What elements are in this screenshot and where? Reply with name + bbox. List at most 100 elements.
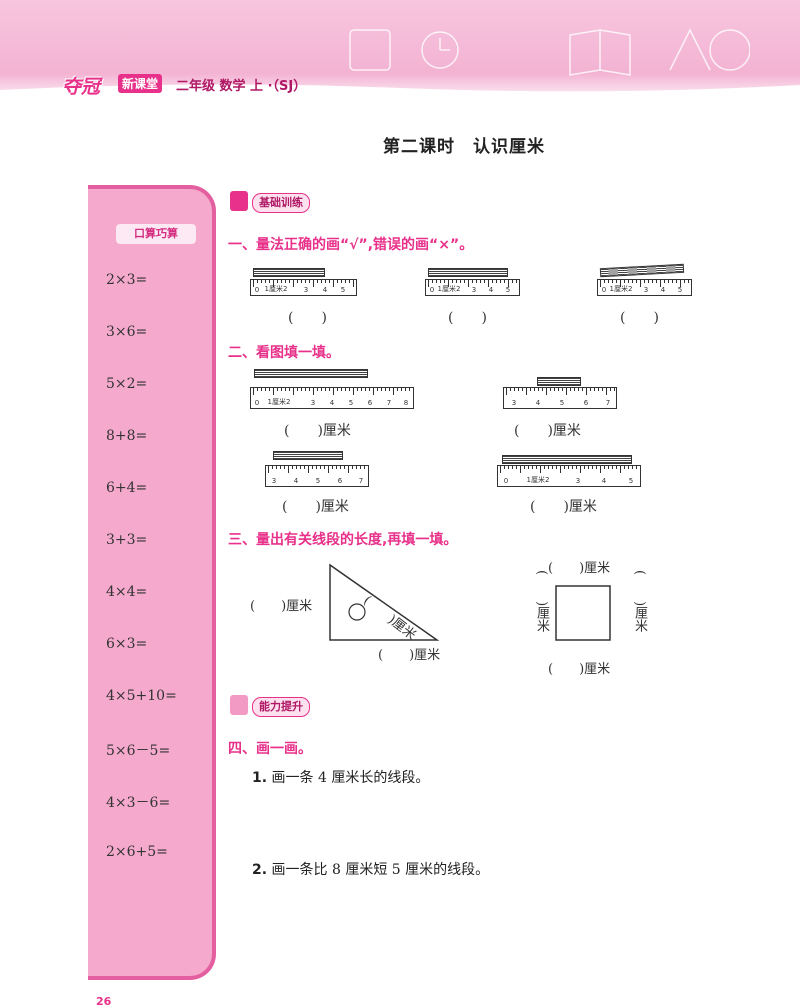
calc-item: 5×2= bbox=[106, 376, 148, 392]
ruler-tick bbox=[628, 466, 629, 469]
pencil-icon bbox=[599, 263, 685, 278]
pencil-icon bbox=[502, 455, 632, 464]
ruler-tick bbox=[336, 466, 337, 469]
ruler-tick bbox=[293, 388, 294, 395]
ruler-tick bbox=[468, 280, 469, 287]
ruler-tick bbox=[389, 388, 390, 391]
ruler-tick bbox=[500, 280, 501, 283]
ruler-tick bbox=[273, 388, 274, 395]
ruler-tick bbox=[261, 388, 262, 391]
ruler-tick bbox=[269, 388, 270, 391]
ruler-tick bbox=[514, 388, 515, 391]
answer-blank[interactable]: ( )厘米 bbox=[530, 499, 597, 515]
ruler-tick bbox=[636, 466, 637, 469]
ruler-tick bbox=[365, 388, 366, 391]
ruler-tick bbox=[257, 388, 258, 391]
ruler-number: 1厘米2 bbox=[526, 476, 550, 484]
ruler-number: 5 bbox=[348, 399, 354, 407]
ruler-tick bbox=[276, 466, 277, 469]
ruler-tick bbox=[604, 280, 605, 283]
ruler-number: 0 bbox=[254, 399, 260, 407]
calc-item: 6×3= bbox=[106, 636, 148, 652]
ruler: 0 1厘米2 3 4 5 bbox=[250, 279, 357, 296]
square-left-label[interactable]: ( )厘米 bbox=[534, 570, 549, 633]
triangle-left-label[interactable]: ( )厘米 bbox=[250, 599, 313, 614]
ruler-tick bbox=[329, 388, 330, 391]
square-right-label[interactable]: ( )厘米 bbox=[632, 570, 647, 633]
ruler-tick bbox=[584, 466, 585, 469]
book-stack-icon bbox=[230, 191, 248, 211]
ruler-tick bbox=[544, 466, 545, 469]
ruler-tick bbox=[476, 280, 477, 283]
ruler-tick bbox=[320, 466, 321, 469]
ruler-tick bbox=[614, 388, 615, 391]
calc-item: 4×4= bbox=[106, 584, 148, 600]
ruler-tick bbox=[393, 388, 394, 395]
ruler-tick bbox=[530, 388, 531, 391]
ruler-tick bbox=[321, 280, 322, 283]
ruler-tick bbox=[313, 280, 314, 287]
ruler-tick bbox=[516, 466, 517, 469]
ruler-tick bbox=[684, 280, 685, 283]
ruler-tick bbox=[604, 466, 605, 469]
ruler-tick bbox=[588, 466, 589, 469]
ruler-number: 5 bbox=[315, 477, 321, 485]
ruler-tick bbox=[534, 388, 535, 391]
answer-blank[interactable]: ( )厘米 bbox=[284, 423, 351, 439]
ruler-number: 4 bbox=[322, 286, 328, 294]
ruler-tick bbox=[582, 388, 583, 391]
square-bottom-label[interactable]: ( )厘米 bbox=[548, 662, 611, 677]
ruler-tick bbox=[308, 466, 309, 473]
answer-blank[interactable]: ( ) bbox=[288, 310, 327, 326]
mental-math-tag: 口算巧算 bbox=[116, 224, 196, 244]
ruler-tick bbox=[660, 280, 661, 287]
task-number: 1. bbox=[252, 770, 268, 786]
ruler-tick bbox=[562, 388, 563, 391]
ruler-tick bbox=[590, 388, 591, 391]
ruler-tick bbox=[608, 466, 609, 469]
ruler-tick bbox=[448, 280, 449, 287]
ruler-tick bbox=[652, 280, 653, 283]
ruler-tick bbox=[550, 388, 551, 391]
ruler: 3 4 5 6 7 bbox=[265, 465, 369, 487]
ruler-number: 4 bbox=[601, 477, 607, 485]
answer-blank[interactable]: ( ) bbox=[448, 310, 487, 326]
ruler-number: 6 bbox=[337, 477, 343, 485]
ruler-tick bbox=[606, 388, 607, 395]
ruler-tick bbox=[636, 280, 637, 283]
ruler-tick bbox=[401, 388, 402, 391]
ruler-tick bbox=[301, 280, 302, 283]
answer-blank[interactable]: ( )厘米 bbox=[514, 423, 581, 439]
ruler-tick bbox=[664, 280, 665, 283]
ruler-number: 5 bbox=[505, 286, 511, 294]
ruler: 0 1厘米2 3 4 5 bbox=[597, 279, 692, 296]
ruler-number: 1厘米2 bbox=[609, 285, 633, 293]
ruler-tick bbox=[538, 388, 539, 391]
ruler-number: 8 bbox=[403, 399, 409, 407]
ruler-tick bbox=[526, 388, 527, 395]
question-2-heading: 二、看图填一填。 bbox=[228, 345, 340, 361]
ruler-tick bbox=[452, 280, 453, 283]
ruler-tick bbox=[648, 280, 649, 283]
ruler-tick bbox=[576, 466, 577, 469]
ruler-tick bbox=[332, 466, 333, 469]
ruler-tick bbox=[542, 388, 543, 391]
square-top-label[interactable]: ( )厘米 bbox=[548, 561, 611, 576]
answer-blank[interactable]: ( )厘米 bbox=[282, 499, 349, 515]
ruler-tick bbox=[508, 280, 509, 287]
ruler-number: 3 bbox=[303, 286, 309, 294]
ruler-tick bbox=[620, 280, 621, 287]
ruler-number: 1厘米2 bbox=[267, 398, 291, 406]
ruler-tick bbox=[512, 466, 513, 469]
ruler-tick bbox=[340, 466, 341, 469]
ruler-tick bbox=[632, 466, 633, 469]
answer-blank[interactable]: ( ) bbox=[620, 310, 659, 326]
ruler-tick bbox=[536, 466, 537, 469]
ruler-tick bbox=[598, 388, 599, 391]
ruler-tick bbox=[345, 280, 346, 283]
ruler-tick bbox=[524, 466, 525, 469]
triangle-bottom-label[interactable]: ( )厘米 bbox=[378, 648, 441, 663]
ruler-tick bbox=[444, 280, 445, 283]
ruler-tick bbox=[464, 280, 465, 283]
ruler-number: 5 bbox=[559, 399, 565, 407]
